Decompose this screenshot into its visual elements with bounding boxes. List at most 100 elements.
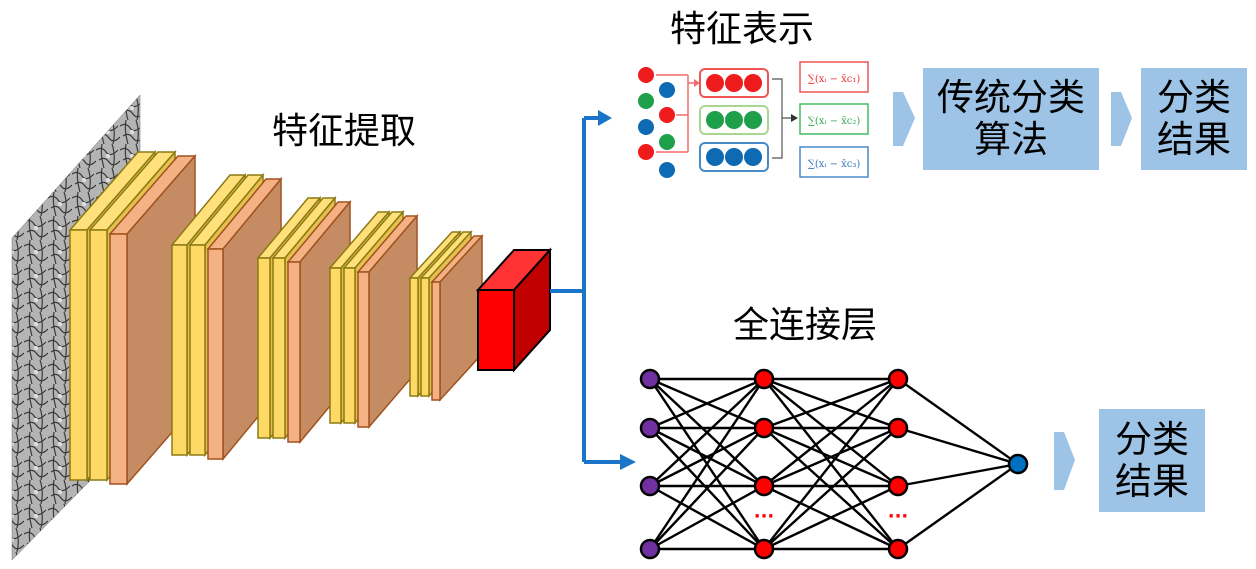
ellipsis-label: ···: [888, 506, 909, 527]
conv-layer: [69, 229, 88, 481]
result-top-line2: 结果: [1157, 118, 1231, 161]
connection-edge: [897, 462, 1019, 488]
connection-edge: [897, 378, 1019, 465]
conv-stage-1: [68, 149, 197, 487]
sample-dot: [659, 162, 675, 178]
cluster-dot: [725, 111, 743, 129]
cluster-dot: [725, 148, 743, 166]
cluster-dot: [706, 111, 724, 129]
hidden-node: [887, 475, 909, 497]
cluster-arrow-icon: [694, 79, 700, 87]
hidden-node: [753, 368, 775, 390]
connection-edge: [649, 426, 765, 488]
cluster-dot: [744, 111, 762, 129]
cluster-dot: [725, 74, 743, 92]
conv-layer: [272, 257, 286, 439]
classification-result-box-top: 分类 结果: [1141, 68, 1247, 170]
cluster-dot: [744, 148, 762, 166]
conv-stages: [68, 149, 484, 487]
conv-layer: [409, 277, 419, 397]
connection-edge: [649, 377, 765, 430]
hidden-node: [887, 368, 909, 390]
chevron-arrow-2-icon: [1111, 92, 1132, 146]
sample-dot: [638, 144, 654, 160]
feature-extraction-label: 特征提取: [272, 111, 417, 152]
merge-connector: [772, 78, 792, 159]
output-node: [1007, 453, 1029, 475]
branch-connector: [550, 116, 622, 464]
connection-edge: [897, 463, 1019, 550]
chevron-arrow-1-icon: [893, 92, 915, 146]
connection-edge: [897, 426, 1019, 466]
connections: [649, 377, 1019, 551]
traditional-classifier-box: 传统分类 算法: [923, 68, 1099, 170]
input-node: [639, 475, 661, 497]
conv-layer: [171, 244, 188, 456]
pooling-layer: [109, 233, 128, 485]
conv-layer: [189, 244, 206, 456]
sample-dot: [659, 82, 675, 98]
traditional-classifier-line1: 传统分类: [937, 76, 1085, 119]
classification-result-box-bottom: 分类 结果: [1099, 409, 1205, 512]
formula-box-1: [799, 61, 869, 93]
connection-edge: [649, 484, 765, 551]
conv-stage-4: [328, 209, 419, 430]
formula-text: ∑(xᵢ − x̄c₁): [808, 74, 861, 85]
sample-dot: [638, 67, 654, 83]
input-node: [639, 538, 661, 560]
formula-box-2: [799, 103, 869, 135]
result-bottom-line2: 结果: [1115, 459, 1189, 503]
connection-edge: [763, 377, 899, 430]
pooling-layer: [287, 261, 301, 443]
formula-text: ∑(xᵢ − x̄c₃): [808, 159, 861, 170]
ellipsis-label: ···: [754, 506, 775, 527]
hidden-node: [753, 417, 775, 439]
sample-dot: [638, 93, 654, 109]
connection-edge: [763, 426, 899, 488]
fully-connected-label: 全连接层: [733, 305, 878, 346]
sample-dot: [659, 134, 675, 150]
formula-box-3: [799, 146, 869, 178]
fully-connected-network: ··· ···: [639, 368, 1029, 560]
arrow-to-fc-icon: [620, 454, 636, 470]
hidden-node: [753, 475, 775, 497]
hidden-node: [887, 538, 909, 560]
feature-cube: [475, 247, 553, 373]
cluster-dot: [744, 74, 762, 92]
pooling-layer: [357, 271, 370, 428]
feature-representation-diagram: ∑(xᵢ − x̄c₁) ∑(xᵢ − x̄c₂) ∑(xᵢ − x̄c₃): [638, 61, 869, 178]
arrow-to-features-icon: [598, 110, 612, 126]
input-node: [639, 368, 661, 390]
conv-layer: [329, 267, 342, 424]
conv-stage-5: [408, 230, 484, 402]
connection-edge: [649, 378, 765, 487]
conv-layer: [420, 277, 430, 397]
result-bottom-line1: 分类: [1115, 417, 1189, 461]
connection-edge: [763, 378, 899, 550]
hidden-node: [753, 538, 775, 560]
connection-edge: [763, 427, 899, 550]
feature-representation-label: 特征表示: [670, 9, 815, 50]
input-node: [639, 417, 661, 439]
traditional-classifier-line2: 算法: [974, 118, 1048, 161]
connection-edge: [763, 484, 899, 551]
hidden-node: [887, 417, 909, 439]
pooling-layer: [431, 281, 441, 401]
connection-edge: [649, 427, 765, 550]
connection-edge: [649, 378, 765, 550]
cluster-connector: [656, 74, 698, 153]
pooling-layer: [207, 248, 224, 460]
cluster-dot: [706, 74, 724, 92]
merge-arrow-icon: [791, 114, 798, 122]
conv-layer: [257, 257, 271, 439]
formula-text: ∑(xᵢ − x̄c₂): [808, 116, 861, 127]
connection-edge: [763, 378, 899, 487]
conv-stage-3: [256, 195, 352, 445]
sample-dot: [659, 107, 675, 123]
conv-layer: [89, 229, 108, 481]
sample-dot: [638, 119, 654, 135]
conv-layer: [343, 267, 356, 424]
result-top-line1: 分类: [1157, 76, 1231, 119]
chevron-arrow-3-icon: [1054, 432, 1075, 490]
